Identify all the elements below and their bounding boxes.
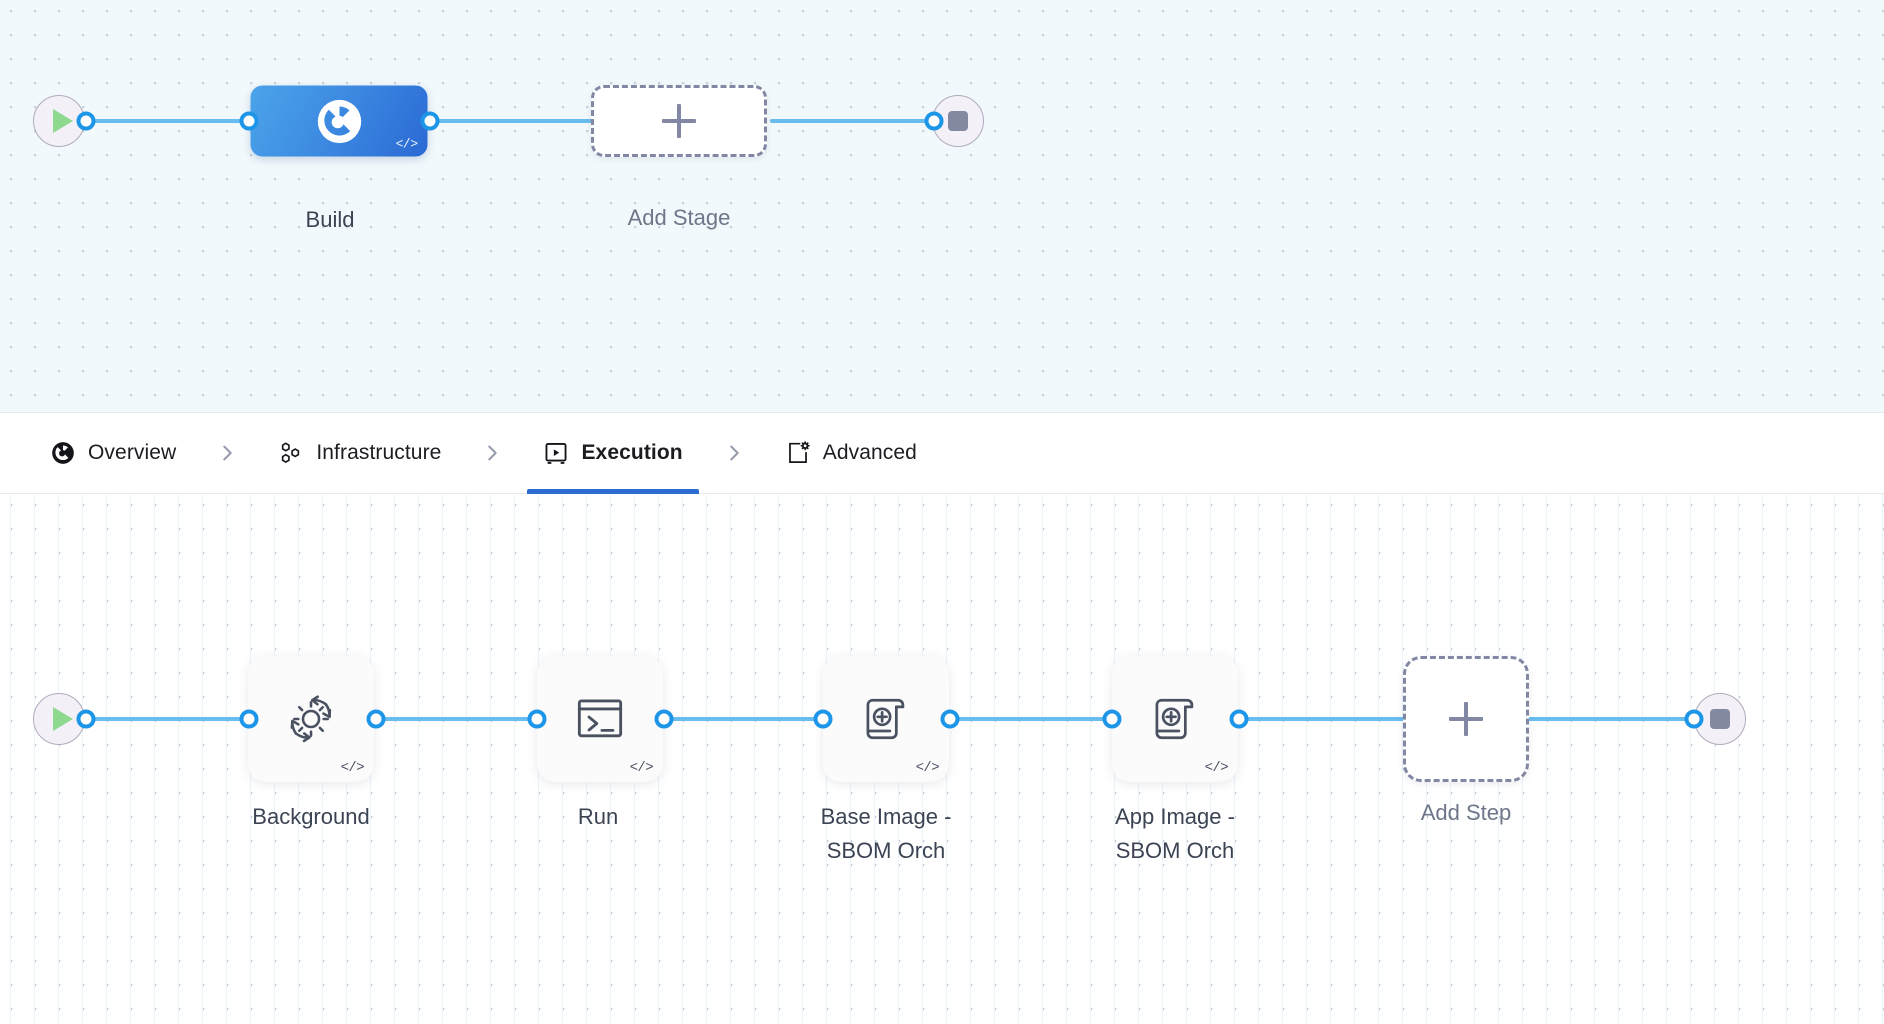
step-port-run-out[interactable] <box>654 709 674 729</box>
terminal-icon <box>577 699 623 738</box>
page-gear-icon <box>788 441 810 463</box>
add-step-label: Add Step <box>1420 800 1512 825</box>
stage-node-build[interactable]: </> <box>250 85 428 157</box>
stage-wire-build-addstage <box>424 119 602 123</box>
stop-icon <box>948 111 968 131</box>
step-port-base-image-in[interactable] <box>813 709 833 729</box>
step-label-background: Background <box>252 804 370 829</box>
tab-advanced[interactable]: Advanced <box>751 413 951 493</box>
step-node-run[interactable]: </> <box>537 656 663 782</box>
step-wire-baseimage-appimage <box>944 717 1122 721</box>
chevron-right-icon <box>475 436 509 470</box>
step-wire-appimage-addstep <box>1230 717 1410 721</box>
add-stage-button[interactable] <box>591 85 767 157</box>
step-port-base-image-out[interactable] <box>940 709 960 729</box>
scroll-plus-icon <box>866 698 905 740</box>
stage-wire-addstage-end <box>770 119 950 123</box>
stage-config-tabs: Overview Infrastructure Execution <box>0 412 1884 494</box>
stop-icon <box>1710 709 1730 729</box>
step-node-background[interactable]: </> <box>248 656 374 782</box>
step-node-base-image-sbom[interactable]: </> <box>823 656 949 782</box>
stage-port-build-out[interactable] <box>420 111 440 131</box>
plus-icon <box>1449 702 1483 736</box>
step-port-app-image-in[interactable] <box>1102 709 1122 729</box>
step-wire-addstep-end <box>1528 717 1708 721</box>
step-code-badge[interactable]: </> <box>1204 760 1229 776</box>
plus-icon <box>662 104 696 138</box>
play-in-box-icon <box>545 442 567 464</box>
add-stage-label: Add Stage <box>627 205 731 230</box>
step-wire-run-baseimage <box>654 717 836 721</box>
stage-wire-start-build <box>78 119 248 123</box>
pipeline-start-node[interactable] <box>33 95 85 147</box>
step-label-app-image-sbom: App Image - SBOM Orch <box>1115 804 1235 864</box>
stage-port-start-out[interactable] <box>76 111 96 131</box>
step-port-app-image-out[interactable] <box>1229 709 1249 729</box>
stage-label-build: Build <box>305 207 355 232</box>
stage-code-badge[interactable]: </> <box>395 136 418 152</box>
gear-refresh-icon <box>290 695 332 743</box>
stage-port-build-in[interactable] <box>239 111 259 131</box>
step-wire-background-run <box>370 717 542 721</box>
stage-graph-canvas[interactable]: </> Build Add Stage <box>0 0 1884 412</box>
step-port-background-out[interactable] <box>366 709 386 729</box>
hexagons-icon <box>282 442 300 464</box>
tab-infrastructure[interactable]: Infrastructure <box>244 413 475 493</box>
tab-overview[interactable]: Overview <box>16 413 210 493</box>
chevron-right-icon <box>717 436 751 470</box>
tab-label-advanced: Advanced <box>822 441 917 464</box>
play-icon <box>52 109 73 133</box>
step-port-start-out[interactable] <box>76 709 96 729</box>
step-label-run: Run <box>577 804 619 829</box>
step-port-background-in[interactable] <box>239 709 259 729</box>
add-step-button[interactable] <box>1403 656 1529 782</box>
step-node-app-image-sbom[interactable]: </> <box>1112 656 1238 782</box>
step-code-badge[interactable]: </> <box>915 760 940 776</box>
tab-label-overview: Overview <box>88 441 177 464</box>
harness-logo-icon <box>52 442 74 464</box>
harness-logo-icon <box>317 99 361 143</box>
scroll-plus-icon <box>1155 698 1194 740</box>
execution-graph-canvas[interactable]: </> Background </> Run </> <box>0 494 1884 1024</box>
chevron-right-icon <box>210 436 244 470</box>
step-port-end-in[interactable] <box>1684 709 1704 729</box>
step-wire-start-background <box>78 717 260 721</box>
step-port-run-in[interactable] <box>527 709 547 729</box>
step-label-base-image-sbom: Base Image - SBOM Orch <box>820 804 952 864</box>
step-code-badge[interactable]: </> <box>340 760 365 776</box>
tab-execution[interactable]: Execution <box>509 413 716 494</box>
tab-label-infrastructure: Infrastructure <box>316 441 442 464</box>
tab-label-execution: Execution <box>581 441 683 464</box>
stage-port-end-in[interactable] <box>924 111 944 131</box>
play-icon <box>52 707 73 731</box>
step-code-badge[interactable]: </> <box>629 760 654 776</box>
